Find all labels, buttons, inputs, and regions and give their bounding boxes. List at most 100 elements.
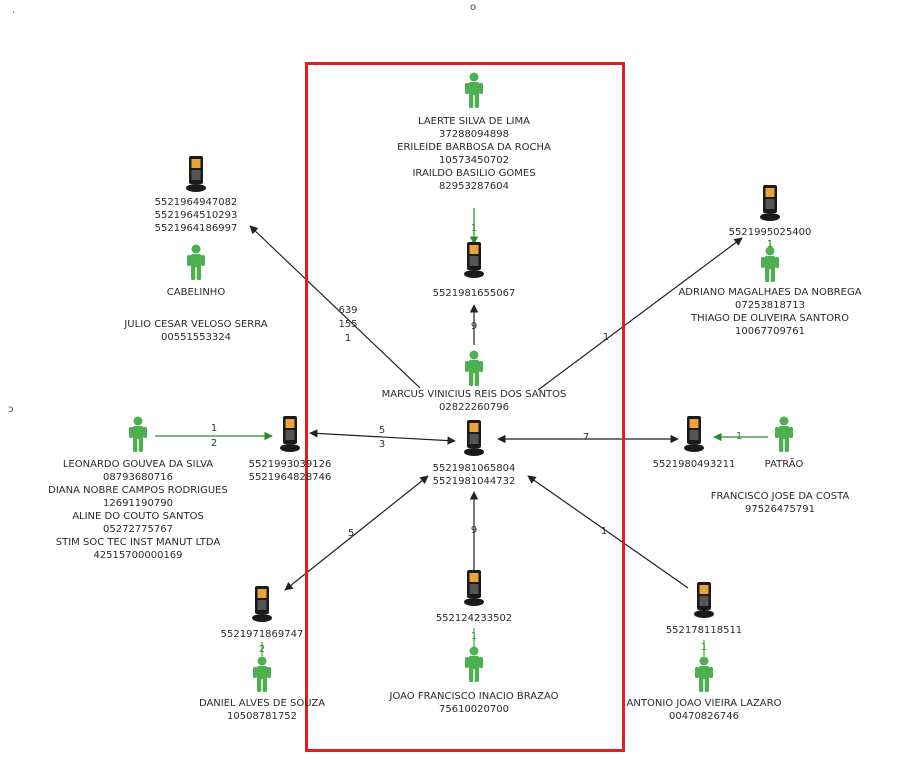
right-nick-label: PATRÃO — [764, 459, 804, 470]
corner-mark-top-left: · — [12, 8, 16, 19]
right-phone-icon — [683, 415, 705, 457]
edge-label-center-topright: 1 — [602, 332, 610, 343]
bottom-phone-icon — [463, 569, 485, 611]
edge-label-bottomright-person: 1 — [700, 642, 708, 653]
edge-label-center-right: 7 — [582, 432, 590, 443]
right-people-label: FRANCISCO JOSE DA COSTA 97526475791 — [711, 490, 850, 516]
highlight-frame — [305, 62, 625, 752]
topleft-phone-1: 5521964947082 — [154, 197, 238, 208]
edge-label-bottomleft-person: 2 — [258, 644, 266, 655]
bottomright-people-label: ANTONIO JOAO VIEIRA LAZARO 00470826746 — [627, 697, 782, 723]
top-person-1-name: LAERTE SILVA DE LIMA — [418, 116, 530, 127]
edge-label-center-left-2: 3 — [378, 439, 386, 450]
topright-person-1-name: ADRIANO MAGALHAES DA NOBREGA — [678, 287, 862, 298]
edge-label-center-bottomright: 1 — [600, 526, 608, 537]
right-phone-label: 5521980493211 — [652, 459, 736, 470]
left-people-label: LEONARDO GOUVEA DA SILVA 08793680716 DIA… — [48, 458, 228, 562]
topleft-phone-label: 5521964947082 5521964510293 552196418699… — [155, 196, 238, 235]
topright-person-icon — [760, 246, 780, 286]
left-person-2-name: DIANA NOBRE CAMPOS RODRIGUES — [48, 485, 228, 496]
topleft-person-icon — [186, 244, 206, 284]
topleft-person-id: 00551553324 — [161, 332, 231, 343]
left-person-icon — [128, 416, 148, 456]
bottomleft-person-icon — [252, 656, 272, 696]
edge-center-bottomleft — [284, 475, 429, 591]
topleft-person-name: JULIO CESAR VELOSO SERRA — [124, 319, 268, 330]
top-phone-icon — [463, 241, 485, 283]
bottomright-person-name: ANTONIO JOAO VIEIRA LAZARO — [626, 698, 782, 709]
left-person-1-name: LEONARDO GOUVEA DA SILVA — [62, 459, 214, 470]
center-phone-1: 5521981065804 — [432, 463, 516, 474]
edge-label-center-left-1: 5 — [378, 425, 386, 436]
corner-mark-left-mid: ɔ — [8, 404, 14, 415]
topleft-people-label: JULIO CESAR VELOSO SERRA 00551553324 — [124, 318, 267, 344]
edge-label-top-people: 1 — [470, 223, 478, 234]
topleft-phone-icon — [185, 155, 207, 197]
top-people-icon — [464, 72, 484, 112]
edge-label-leftperson-leftphone-2: 2 — [210, 438, 218, 449]
right-person-name: FRANCISCO JOSE DA COSTA — [710, 491, 850, 502]
left-phone-icon — [279, 415, 301, 457]
topright-person-2-id: 10067709761 — [735, 326, 805, 337]
edge-label-center-topleft-2: 155 — [338, 319, 358, 330]
edge-label-bottom-person: 1 — [470, 631, 478, 642]
center-phone-label: 5521981065804 5521981044732 — [433, 462, 516, 488]
bottomright-person-icon — [694, 656, 714, 696]
topright-people-label: ADRIANO MAGALHAES DA NOBREGA 07253818713… — [678, 286, 861, 338]
top-people-label: LAERTE SILVA DE LIMA 37288094898 ERILEID… — [397, 115, 551, 193]
bottomleft-phone-icon — [251, 585, 273, 627]
bottomright-phone-label: 552178118511 — [665, 625, 743, 636]
edge-center-topright — [537, 237, 743, 391]
edge-label-center-bottomleft: 5 — [347, 528, 355, 539]
center-phone-2: 5521981044732 — [432, 476, 516, 487]
bottomright-person-id: 00470826746 — [668, 711, 739, 722]
top-person-2-id: 10573450702 — [439, 155, 509, 166]
edge-label-center-topleft-1: 639 — [338, 305, 358, 316]
left-phone-1: 5521993039126 — [248, 459, 332, 470]
patrao-person-icon — [774, 416, 794, 456]
center-person-label: MARCUS VINICIUS REIS DOS SANTOS 02822260… — [382, 388, 567, 414]
edge-label-topright-person: 1 — [766, 239, 774, 250]
edge-left-center — [309, 429, 456, 445]
bottomleft-person-name: DANIEL ALVES DE SOUZA — [198, 698, 326, 709]
edge-center-topleft — [249, 225, 421, 389]
edge-label-leftperson-leftphone-1: 1 — [210, 423, 218, 434]
top-phone-label: 5521981655067 — [432, 288, 516, 299]
top-person-1-id: 37288094898 — [439, 129, 509, 140]
edge-label-center-bottom: 9 — [470, 525, 478, 536]
corner-mark-top-center: o — [470, 2, 477, 13]
topright-person-1-id: 07253818713 — [735, 300, 805, 311]
bottom-phone-label: 552124233502 — [435, 613, 513, 624]
center-person-name: MARCUS VINICIUS REIS DOS SANTOS — [381, 389, 567, 400]
bottomleft-phone-label: 5521971869747 — [220, 629, 304, 640]
bottomleft-people-label: DANIEL ALVES DE SOUZA 10508781752 — [199, 697, 325, 723]
edge-label-center-topleft-3: 1 — [344, 333, 352, 344]
left-phone-label: 5521993039126 5521964828746 — [249, 458, 332, 484]
topright-phone-icon — [759, 184, 781, 226]
left-person-3-name: ALINE DO COUTO SANTOS — [72, 511, 204, 522]
topleft-phone-3: 5521964186997 — [154, 223, 238, 234]
topleft-phone-2: 5521964510293 — [154, 210, 238, 221]
left-person-2-id: 12691190790 — [103, 498, 173, 509]
bottom-person-name: JOAO FRANCISCO INACIO BRAZAO — [389, 691, 559, 702]
left-person-4-name: STIM SOC TEC INST MANUT LTDA — [55, 537, 221, 548]
bottom-people-label: JOAO FRANCISCO INACIO BRAZAO 75610020700 — [390, 690, 559, 716]
topright-person-2-name: THIAGO DE OLIVEIRA SANTORO — [691, 313, 849, 324]
bottomleft-person-id: 10508781752 — [227, 711, 297, 722]
topleft-nick-label: CABELINHO — [166, 287, 226, 298]
edge-label-patrao-right: 1 — [735, 431, 743, 442]
top-person-3-name: IRAILDO BASILIO GOMES — [412, 168, 536, 179]
left-phone-2: 5521964828746 — [248, 472, 332, 483]
bottomright-phone-icon — [693, 581, 715, 623]
left-person-1-id: 08793680716 — [103, 472, 173, 483]
center-person-icon — [464, 350, 484, 390]
top-person-2-name: ERILEIDE BARBOSA DA ROCHA — [397, 142, 551, 153]
left-person-3-id: 05272775767 — [103, 524, 173, 535]
bottom-person-id: 75610020700 — [439, 704, 509, 715]
center-phone-icon — [463, 419, 485, 461]
left-person-4-id: 42515700000169 — [93, 550, 183, 561]
center-person-id: 02822260796 — [438, 402, 509, 413]
edge-bottomright-center — [527, 475, 689, 589]
